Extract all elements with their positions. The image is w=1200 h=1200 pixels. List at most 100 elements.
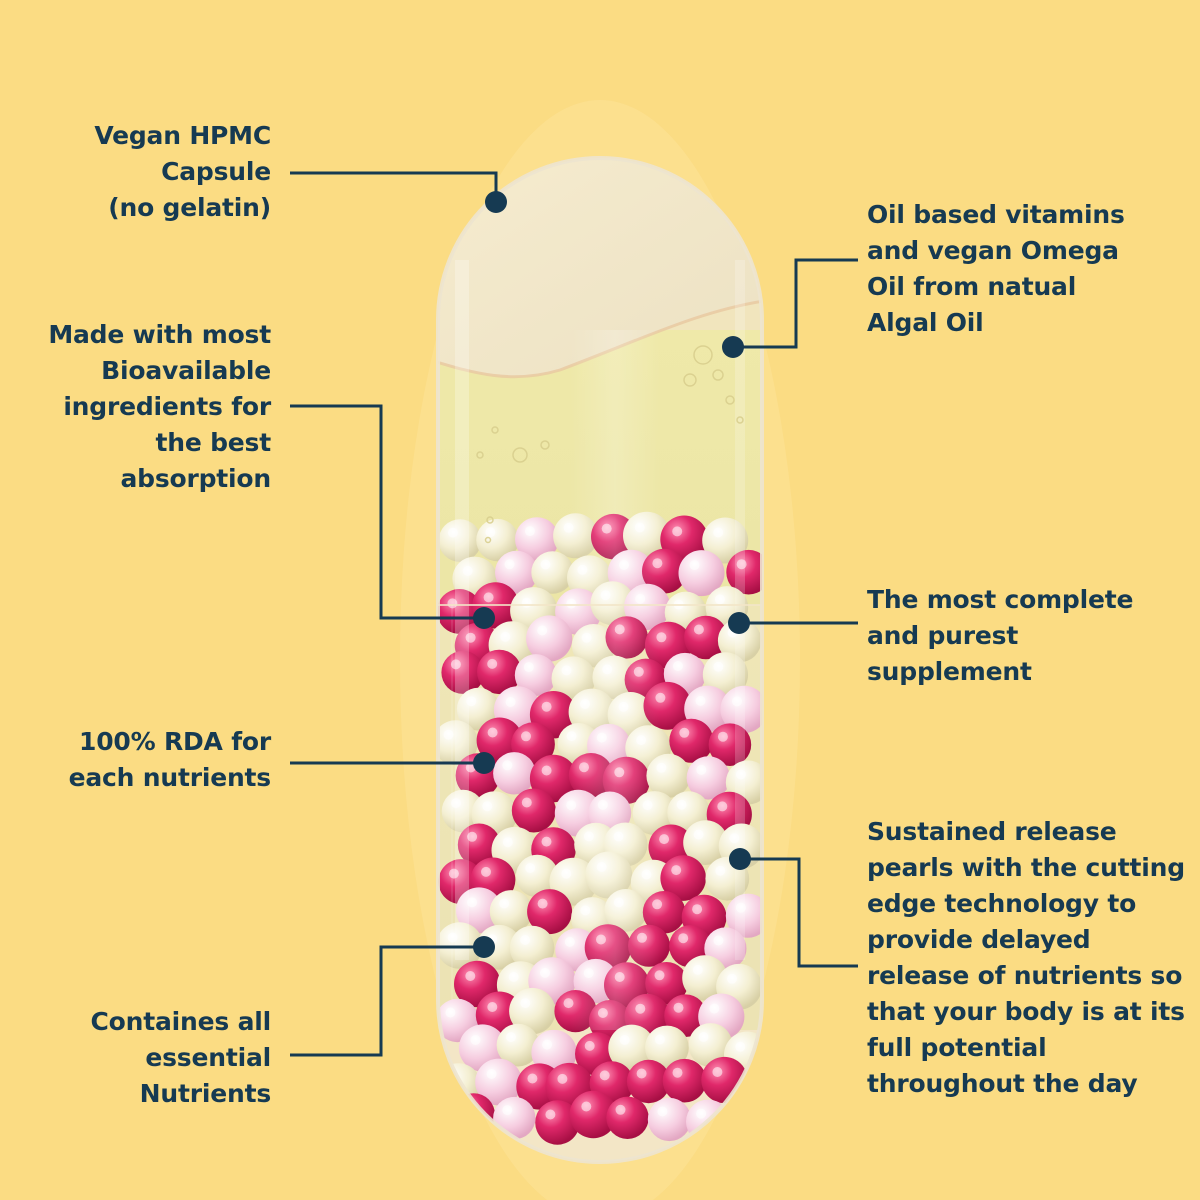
pearl-highlight <box>542 1039 553 1050</box>
pearl-highlight <box>693 829 704 840</box>
pearl <box>527 889 573 935</box>
pearl <box>438 720 478 766</box>
pearl <box>720 685 762 734</box>
pearl <box>702 652 749 698</box>
pearl-highlight <box>732 696 742 707</box>
pearl-highlight <box>462 565 473 576</box>
pearl-highlight <box>679 727 690 738</box>
pearl-highlight <box>502 1105 513 1116</box>
marker-dot-rda <box>473 752 495 774</box>
leader-line-sustained <box>740 857 858 968</box>
callout-oil-based: Oil based vitamins and vegan Omega Oil f… <box>867 200 1125 337</box>
pearl <box>678 550 725 597</box>
pearl-highlight <box>520 935 531 945</box>
pearl-highlight <box>584 1040 595 1051</box>
pearl-highlight <box>499 898 510 909</box>
pearl-highlight <box>483 592 494 603</box>
pearl-highlight <box>504 559 515 570</box>
pearl-highlight <box>487 658 498 669</box>
pearl <box>476 924 522 970</box>
pearl-highlight <box>508 972 519 982</box>
pearl <box>702 517 749 564</box>
pearl-highlight <box>524 526 535 537</box>
callout-capsule-shell: Vegan HPMC Capsule (no gelatin) <box>94 121 271 222</box>
pearl-highlight <box>523 662 534 673</box>
pearl-highlight <box>465 632 476 643</box>
pearl <box>438 589 482 634</box>
pearl-highlight <box>540 967 550 978</box>
pearl <box>526 615 573 662</box>
pearl-highlight <box>561 665 572 676</box>
pearl-highlight <box>717 801 728 812</box>
pearl-highlight <box>692 964 703 975</box>
pearl-highlight <box>448 868 459 879</box>
pearl-highlight <box>599 1070 610 1081</box>
pearl-highlight <box>470 1035 481 1045</box>
marker-dot-sustained <box>729 848 751 870</box>
pearl-highlight <box>727 973 737 984</box>
pearl-highlight <box>712 1067 723 1077</box>
leader-line-oil-based <box>733 258 858 349</box>
pearl-highlight <box>527 1073 538 1084</box>
pearl-highlight <box>487 1002 498 1012</box>
pearl-highlight <box>735 1041 746 1052</box>
pearl-highlight <box>696 1108 707 1119</box>
pearl <box>477 649 522 695</box>
pearl-highlight <box>678 933 689 944</box>
pearl-highlight <box>561 868 572 879</box>
pearl-highlight <box>709 1003 720 1014</box>
pearl-highlight <box>713 935 724 946</box>
pearl-highlight <box>689 560 700 571</box>
pearl-highlight <box>717 731 728 742</box>
marker-dot-bioavailable <box>473 607 495 629</box>
pearl-highlight <box>729 833 740 844</box>
pearl-highlight <box>657 1106 668 1117</box>
pearl-highlight <box>541 765 552 776</box>
bubbles <box>476 345 744 544</box>
pearl-highlight <box>482 801 493 812</box>
callout-complete: The most complete and purest supplement <box>867 585 1134 686</box>
pearl <box>725 893 762 938</box>
pearl-highlight <box>481 866 491 877</box>
pearl-highlight <box>447 932 458 943</box>
pearl <box>683 820 728 865</box>
pearl-highlight <box>672 1067 683 1078</box>
pearl-highlight <box>696 764 707 775</box>
pearl-highlight <box>581 1101 592 1112</box>
pearl-highlight <box>447 527 458 538</box>
callout-essential: Containes all essential Nutrients <box>90 1007 272 1108</box>
pearl-highlight <box>654 1034 665 1045</box>
pearl-highlight <box>451 798 461 809</box>
pearl-highlight <box>466 696 477 707</box>
pearl-highlight <box>695 695 706 706</box>
pearl-highlight <box>486 1069 497 1079</box>
leader-line-capsule-shell <box>290 171 498 200</box>
pearl-highlight <box>506 1032 516 1043</box>
pearl-highlight <box>671 865 682 876</box>
pearl <box>608 1024 656 1072</box>
pearl-highlight <box>540 559 551 570</box>
callout-sustained: Sustained release pearls with the cuttin… <box>867 817 1185 1098</box>
pearl <box>476 717 523 764</box>
pearl <box>682 955 728 1001</box>
pearl-highlight <box>636 1068 647 1079</box>
pearl-highlight <box>545 1109 556 1120</box>
marker-dot-essential <box>473 936 495 958</box>
pearl-highlight <box>692 904 703 915</box>
pearl-highlight <box>698 1032 709 1042</box>
pearl-highlight <box>735 769 746 780</box>
pearl-highlight <box>502 760 513 771</box>
pearl-highlight <box>676 799 687 810</box>
pearl-highlight <box>672 526 683 537</box>
callout-bioavailable: Made with most Bioavailable ingredients … <box>48 320 271 493</box>
pearl-highlight <box>557 1073 568 1084</box>
pearl-highlight <box>521 731 531 742</box>
pearl <box>569 1090 617 1139</box>
callout-rda: 100% RDA for each nutrients <box>68 727 272 792</box>
pearl-highlight <box>735 902 746 913</box>
leader-line-bioavailable <box>290 404 484 620</box>
pearl-highlight <box>500 631 511 642</box>
